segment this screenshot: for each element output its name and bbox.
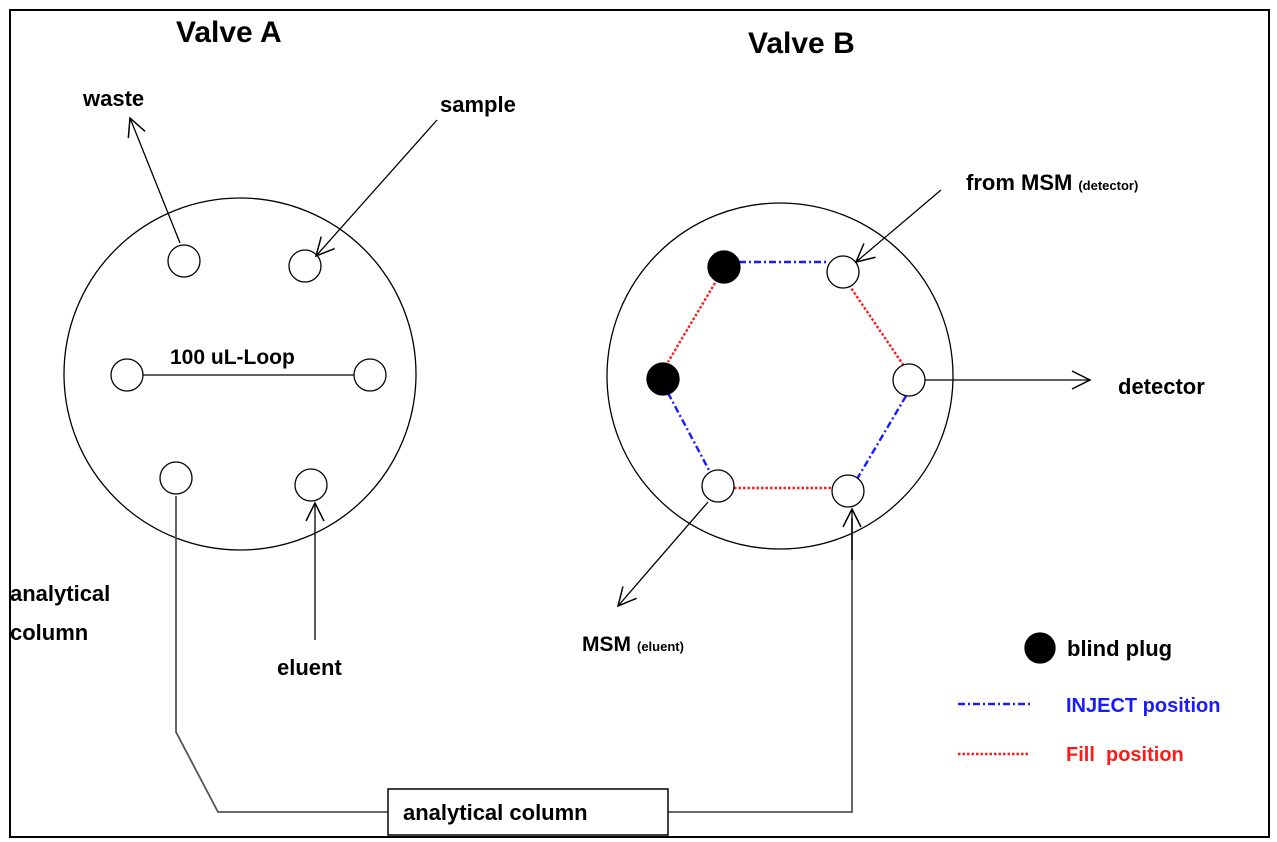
valve-b-port-msm-eluent	[701, 469, 735, 503]
analytical-column-label: analytical column	[403, 800, 588, 825]
legend-blind-plug-icon	[1024, 632, 1056, 664]
waste-arrow	[127, 116, 181, 244]
valve-b-title: Valve B	[748, 27, 855, 60]
valve-a-port-eluent	[294, 468, 328, 502]
analytical-column-box	[387, 788, 669, 836]
valve-b-port-from-msm	[826, 255, 860, 289]
valve-a-port-loop-right	[353, 358, 387, 392]
detector-label: detector	[1118, 374, 1205, 399]
waste-label: waste	[82, 86, 144, 111]
valve-a-title: Valve A	[176, 16, 282, 49]
column-side-label-line2: column	[10, 620, 88, 645]
valve-a-port-waste	[167, 244, 201, 278]
valve-a-port-column	[159, 461, 193, 495]
valve-b-blind-plug-left	[646, 362, 680, 396]
tubing-from-column	[668, 518, 853, 813]
valve-a-body	[63, 197, 417, 551]
loop-label: 100 uL-Loop	[170, 346, 295, 369]
valve-a-port-loop-left	[110, 358, 144, 392]
valve-b-port-detector	[892, 363, 926, 397]
eluent-label: eluent	[277, 655, 342, 680]
fill-connection-upper-right	[848, 284, 905, 367]
valve-a-port-sample	[288, 249, 322, 283]
diagram-frame	[9, 9, 1270, 838]
msm-eluent-arrow	[616, 501, 709, 608]
from-msm-arrow	[854, 189, 942, 264]
legend-blind-plug-label: blind plug	[1067, 636, 1172, 661]
msm-eluent-label: MSM(eluent)	[582, 633, 684, 656]
column-side-label-line1: analytical	[10, 581, 110, 606]
from-msm-label: from MSM(detector)	[966, 170, 1138, 195]
inject-connection-left	[666, 392, 712, 473]
tubing-to-column	[175, 496, 388, 813]
valve-b-port-column-return	[831, 474, 865, 508]
fill-connection-upper-left	[666, 282, 717, 363]
sample-arrow	[314, 119, 438, 258]
inject-connection-right	[855, 395, 908, 480]
valve-b-body	[606, 202, 954, 550]
legend-inject-label: INJECT position	[1066, 695, 1220, 717]
legend-fill-label: Fill position	[1066, 744, 1184, 766]
sample-label: sample	[440, 92, 516, 117]
valve-b-blind-plug-top	[707, 250, 741, 284]
